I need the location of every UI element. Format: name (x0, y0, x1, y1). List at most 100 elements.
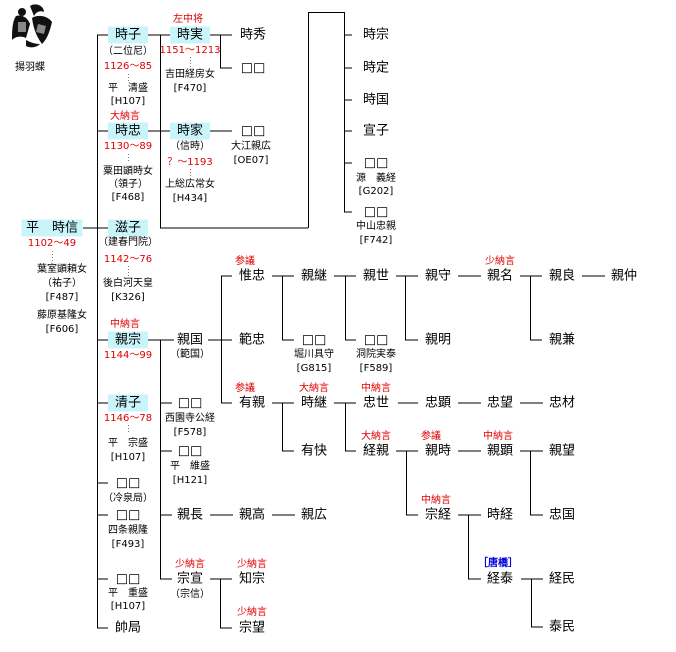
spouse-ref[interactable]: [G815] (296, 363, 332, 374)
person-tokitsugu[interactable]: 時継 (300, 395, 328, 411)
spouse-name: 堀川具守 (294, 349, 334, 360)
person-noritada[interactable]: 範忠 (238, 332, 266, 348)
spouse-ref[interactable]: [F606] (45, 324, 79, 335)
person-chikayo[interactable]: 親世 (362, 268, 390, 284)
person-taira-tokinobu[interactable]: 平 時信 (21, 219, 83, 237)
person-unknown[interactable]: □□ (115, 475, 141, 491)
person-chikana[interactable]: 親名 (486, 268, 514, 284)
person-munenobu[interactable]: 宗宣 (176, 571, 204, 587)
person-chikahiro[interactable]: 親広 (300, 507, 328, 523)
person-tokihide[interactable]: 時秀 (239, 27, 267, 43)
spouse-name: 四条親隆 (108, 525, 148, 536)
person-tokikuni[interactable]: 時国 (362, 92, 390, 108)
spouse-ref[interactable]: [OE07] (233, 155, 269, 166)
person-chikakane[interactable]: 親兼 (548, 332, 576, 348)
person-unknown[interactable]: □□ (363, 155, 389, 171)
person-unknown[interactable]: □□ (177, 443, 203, 459)
person-unknown[interactable]: □□ (115, 571, 141, 587)
person-chikanaga[interactable]: 親長 (176, 507, 204, 523)
person-tomomune[interactable]: 知宗 (238, 571, 266, 587)
alias: （建春門院） (98, 237, 158, 248)
spouse-ref[interactable]: [F468] (111, 192, 145, 203)
spouse-ref[interactable]: [G202] (358, 186, 394, 197)
spouse-ref[interactable]: [F487] (45, 292, 79, 303)
person-chikamune[interactable]: 親宗 (108, 331, 148, 349)
person-tokitada[interactable]: 時忠 (108, 122, 148, 140)
spouse-name: 平 宗盛 (108, 438, 148, 449)
person-tadayo[interactable]: 忠世 (362, 395, 390, 411)
person-tokimune[interactable]: 時宗 (362, 27, 390, 43)
person-tokiie[interactable]: 時家 (170, 122, 210, 140)
person-chikamochi[interactable]: 親望 (548, 443, 576, 459)
spouse-name: 後白河天皇 (103, 278, 153, 289)
spouse-name: 大江親広 (231, 141, 271, 152)
person-tokitsune[interactable]: 時経 (486, 507, 514, 523)
person-unknown[interactable]: □□ (177, 395, 203, 411)
spouse-ref[interactable]: [F578] (173, 427, 207, 438)
person-chikatoki[interactable]: 親時 (424, 443, 452, 459)
spouse-name: 源 義経 (356, 173, 396, 184)
spouse-name: 平 重盛 (108, 588, 148, 599)
rank-title: 参議 (421, 431, 441, 442)
years: 1146～78 (103, 413, 153, 424)
spouse-name: 西園寺公経 (165, 413, 215, 424)
alias: （宗信） (170, 589, 210, 600)
spouse-ref[interactable]: [H107] (110, 452, 146, 463)
person-tsunechika[interactable]: 経親 (362, 443, 390, 459)
person-chikatsugu[interactable]: 親継 (300, 268, 328, 284)
person-tokiko[interactable]: 時子 (108, 26, 148, 44)
person-nobuko[interactable]: 宣子 (362, 123, 390, 139)
person-chikayoshi[interactable]: 親良 (548, 268, 576, 284)
person-unknown[interactable]: □□ (363, 204, 389, 220)
person-chikaaki-2[interactable]: 親顕 (486, 443, 514, 459)
spouse-ref[interactable]: [H121] (172, 475, 208, 486)
spouse-name: 藤原基隆女 (37, 310, 87, 321)
years: 1126～85 (103, 61, 153, 72)
person-sochi-no-tsubone[interactable]: 帥局 (114, 620, 142, 636)
person-chikamori[interactable]: 親守 (424, 268, 452, 284)
person-chikaaki[interactable]: 親明 (424, 332, 452, 348)
person-ukai[interactable]: 有快 (300, 443, 328, 459)
rank-title: 中納言 (421, 495, 451, 506)
spouse-ref[interactable]: [F470] (173, 83, 207, 94)
spouse-ref[interactable]: [F493] (111, 539, 145, 550)
spouse-ref[interactable]: [H107] (110, 601, 146, 612)
person-unknown[interactable]: □□ (240, 60, 266, 76)
person-koretada[interactable]: 惟忠 (238, 268, 266, 284)
person-shigeko[interactable]: 滋子 (108, 219, 148, 237)
person-munetsune[interactable]: 宗経 (424, 507, 452, 523)
person-chikanaka[interactable]: 親仲 (610, 268, 638, 284)
spouse-ref[interactable]: [H434] (172, 193, 208, 204)
spouse-name: 葉室顕頼女 (37, 264, 87, 275)
person-kiyoko[interactable]: 清子 (108, 394, 148, 412)
person-unknown[interactable]: □□ (240, 123, 266, 139)
person-tadakuni[interactable]: 忠国 (548, 507, 576, 523)
rank-title: 少納言 (485, 256, 515, 267)
person-unknown[interactable]: □□ (115, 507, 141, 523)
person-tadamochi[interactable]: 忠望 (486, 395, 514, 411)
person-unknown[interactable]: □□ (301, 332, 327, 348)
spouse-ref[interactable]: [H107] (110, 96, 146, 107)
person-tsuneyasu[interactable]: 経泰 (486, 571, 514, 587)
spouse-name: 中山忠親 (356, 221, 396, 232)
person-tadaki[interactable]: 忠材 (548, 395, 576, 411)
person-munemochi[interactable]: 宗望 (238, 620, 266, 636)
spouse-ref[interactable]: [K326] (111, 292, 145, 303)
person-yasutami[interactable]: 泰民 (548, 619, 576, 635)
person-chikataka[interactable]: 親高 (238, 507, 266, 523)
person-tsunetami[interactable]: 経民 (548, 571, 576, 587)
ageha-butterfly-crest-icon (12, 4, 52, 48)
spouse-ref[interactable]: [F589] (359, 363, 393, 374)
person-chikakuni[interactable]: 親国 (176, 332, 204, 348)
person-tokisada[interactable]: 時定 (362, 60, 390, 76)
years: ？～1193 (167, 157, 213, 168)
years: 1144～99 (103, 350, 153, 361)
person-tadaaki[interactable]: 忠顕 (424, 395, 452, 411)
spouse-ref[interactable]: [F742] (359, 235, 393, 246)
person-arichika[interactable]: 有親 (238, 395, 266, 411)
person-tokizane[interactable]: 時実 (170, 26, 210, 44)
spouse-name: 上総広常女 (165, 179, 215, 190)
person-unknown[interactable]: □□ (363, 332, 389, 348)
spouse-name: 平 維盛 (170, 461, 210, 472)
